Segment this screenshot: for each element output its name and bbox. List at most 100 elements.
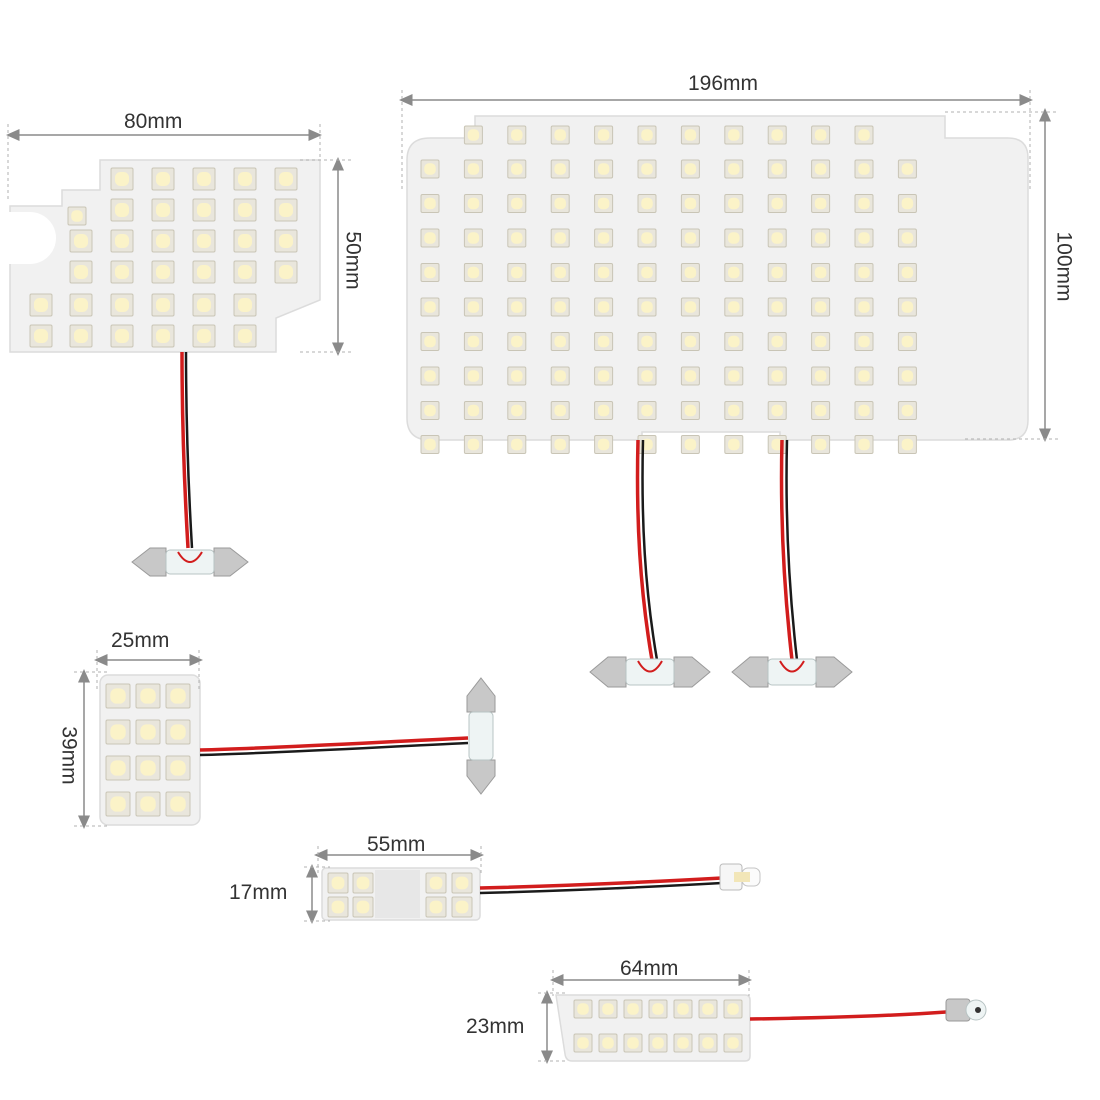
- panel-d-width-label: 55mm: [367, 833, 426, 856]
- panel-e-width-label: 64mm: [620, 957, 679, 980]
- smd-led: [110, 229, 134, 253]
- smd-led: [623, 999, 643, 1019]
- smd-led: [680, 159, 700, 179]
- smd-led: [811, 228, 831, 248]
- smd-led: [637, 159, 657, 179]
- smd-led: [854, 194, 874, 213]
- smd-led: [420, 435, 440, 454]
- smd-led: [598, 999, 618, 1019]
- smd-led: [507, 228, 527, 248]
- smd-led: [105, 791, 131, 817]
- smd-led: [507, 366, 527, 386]
- smd-led: [151, 198, 175, 222]
- smd-led: [135, 791, 161, 817]
- festoon-bulb-icon: [589, 656, 711, 688]
- smd-led: [698, 999, 718, 1019]
- panel-e-height-label: 23mm: [466, 1015, 525, 1038]
- panel-a-width-label: 80mm: [124, 110, 183, 133]
- smd-led: [165, 683, 191, 709]
- festoon-bulb-icon: [466, 677, 496, 795]
- panel-b: [399, 90, 1058, 688]
- smd-led: [463, 401, 483, 420]
- smd-led: [69, 324, 93, 348]
- smd-led: [811, 401, 831, 420]
- smd-led: [637, 366, 657, 386]
- smd-led: [507, 263, 527, 282]
- smd-led: [594, 366, 614, 386]
- smd-led: [233, 324, 257, 348]
- panel-c-height-label: 39mm: [57, 726, 81, 785]
- panel-b-width-label: 196mm: [688, 72, 759, 95]
- smd-led: [463, 332, 483, 351]
- smd-led: [463, 125, 483, 145]
- smd-led: [594, 228, 614, 248]
- smd-led: [507, 159, 527, 179]
- smd-led: [352, 872, 374, 894]
- smd-led: [767, 125, 787, 145]
- smd-led: [897, 228, 917, 248]
- panel-a-height-label: 50mm: [341, 231, 365, 290]
- smd-led: [420, 159, 440, 179]
- smd-led: [192, 229, 216, 253]
- smd-led: [233, 229, 257, 253]
- panel-a-led-grid: [29, 167, 298, 348]
- smd-led: [29, 293, 53, 317]
- smd-led: [680, 332, 700, 351]
- smd-led: [854, 435, 874, 454]
- smd-led: [69, 293, 93, 317]
- t10-wedge-icon: [719, 863, 761, 891]
- smd-led: [811, 435, 831, 454]
- smd-led: [233, 260, 257, 284]
- smd-led: [69, 229, 93, 253]
- smd-led: [463, 366, 483, 386]
- smd-led: [233, 167, 257, 191]
- smd-led: [680, 401, 700, 420]
- smd-led: [573, 1033, 593, 1053]
- smd-led: [854, 263, 874, 282]
- smd-led: [463, 263, 483, 282]
- festoon-bulb-icon: [131, 547, 249, 577]
- smd-led: [110, 167, 134, 191]
- adhesive-tape: [375, 870, 420, 918]
- smd-led: [420, 228, 440, 248]
- smd-led: [274, 198, 298, 222]
- smd-led: [767, 401, 787, 420]
- smd-led: [110, 198, 134, 222]
- smd-led: [110, 324, 134, 348]
- smd-led: [897, 194, 917, 213]
- smd-led: [594, 263, 614, 282]
- smd-led: [420, 332, 440, 351]
- smd-led: [594, 297, 614, 317]
- smd-led: [680, 228, 700, 248]
- smd-led: [854, 332, 874, 351]
- panel-c-wire-red: [199, 736, 469, 752]
- smd-led: [897, 401, 917, 420]
- smd-led: [420, 297, 440, 317]
- panel-b-board: [406, 115, 1029, 441]
- smd-led: [550, 435, 570, 454]
- smd-led: [550, 332, 570, 351]
- panel-e-wire-red: [749, 1010, 947, 1021]
- smd-led: [110, 260, 134, 284]
- smd-led: [623, 1033, 643, 1053]
- smd-led: [507, 194, 527, 213]
- smd-led: [105, 683, 131, 709]
- panel-b-wire-1-red: [635, 439, 654, 661]
- smd-led: [698, 1033, 718, 1053]
- smd-led: [854, 159, 874, 179]
- smd-led: [151, 293, 175, 317]
- smd-led: [680, 125, 700, 145]
- smd-led: [105, 719, 131, 745]
- smd-led: [594, 159, 614, 179]
- smd-led: [767, 228, 787, 248]
- smd-led: [897, 366, 917, 386]
- smd-led: [420, 366, 440, 386]
- smd-led: [897, 332, 917, 351]
- panel-a-wire-black: [184, 351, 194, 549]
- panel-a-wire-red: [180, 351, 190, 549]
- smd-led: [897, 435, 917, 454]
- smd-led: [811, 332, 831, 351]
- smd-led: [680, 194, 700, 213]
- smd-led: [724, 401, 744, 420]
